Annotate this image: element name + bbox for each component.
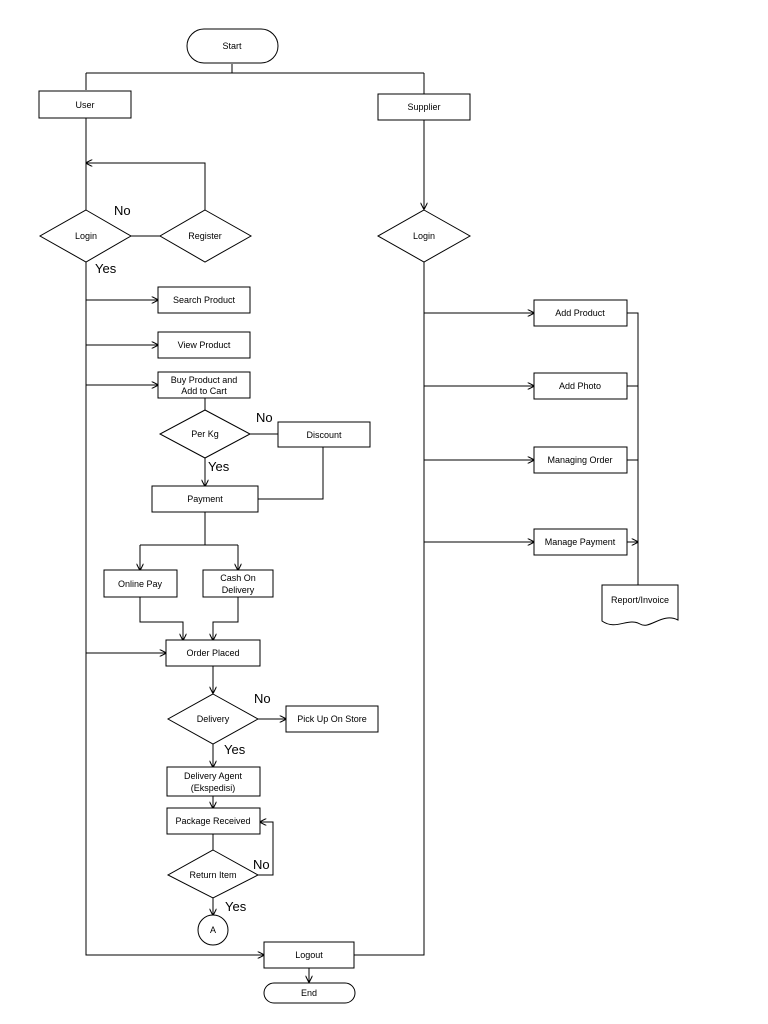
return-item-decision: Return Item [166, 849, 260, 899]
add-product-label: Add Product [555, 308, 605, 318]
view-product-node: View Product [157, 331, 251, 359]
supplier-login-label: Login [413, 231, 435, 241]
package-received-node: Package Received [166, 807, 261, 835]
pickup-node: Pick Up On Store [285, 705, 379, 733]
package-received-label: Package Received [175, 816, 250, 826]
edge-labels: No Yes No Yes No Yes No Yes [95, 203, 273, 914]
edge-register-loop [86, 163, 206, 210]
return-item-label: Return Item [189, 870, 236, 880]
payment-label: Payment [187, 494, 223, 504]
add-photo-node: Add Photo [533, 372, 628, 400]
pickup-label: Pick Up On Store [297, 714, 367, 724]
end-label: End [301, 988, 317, 998]
edge-cod-order [213, 597, 239, 640]
managing-order-label: Managing Order [547, 455, 612, 465]
view-product-label: View Product [178, 340, 231, 350]
delivery-decision: Delivery [166, 693, 260, 745]
start-node: Start [186, 28, 279, 64]
order-placed-node: Order Placed [165, 639, 261, 667]
buy-product-label-2: Add to Cart [181, 386, 227, 396]
add-photo-label: Add Photo [559, 381, 601, 391]
edge-discount-payment [258, 447, 324, 500]
buy-product-label-1: Buy Product and [171, 375, 238, 385]
connector-a-label: A [210, 925, 216, 935]
edge-user-trunk [85, 118, 264, 955]
discount-label: Discount [306, 430, 342, 440]
buy-product-node: Buy Product and Add to Cart [157, 371, 251, 399]
register-decision: Register [159, 209, 253, 263]
logout-label: Logout [295, 950, 323, 960]
return-yes-label: Yes [225, 899, 247, 914]
edge-online-order [139, 597, 183, 640]
manage-payment-node: Manage Payment [533, 528, 628, 556]
cod-node: Cash On Delivery [202, 569, 274, 598]
delivery-agent-node: Delivery Agent (Ekspedisi) [166, 766, 261, 797]
edge-start-split [85, 64, 425, 94]
supplier-node: Supplier [377, 93, 471, 121]
login-yes-label: Yes [95, 261, 117, 276]
delivery-label: Delivery [197, 714, 230, 724]
user-node: User [38, 90, 132, 119]
delivery-yes-label: Yes [224, 742, 246, 757]
user-label: User [75, 100, 94, 110]
add-product-node: Add Product [533, 299, 628, 327]
supplier-label: Supplier [407, 102, 440, 112]
end-node: End [263, 982, 356, 1004]
register-label: Register [188, 231, 222, 241]
report-invoice-document: Report/Invoice [601, 584, 679, 626]
discount-node: Discount [277, 421, 371, 448]
online-pay-label: Online Pay [118, 579, 163, 589]
connector-a-node: A [197, 914, 229, 946]
delivery-agent-label-2: (Ekspedisi) [191, 783, 236, 793]
connectors [86, 64, 638, 982]
per-kg-decision: Per Kg [158, 409, 252, 459]
edge-supplier-trunk [354, 262, 425, 956]
order-placed-label: Order Placed [186, 648, 239, 658]
perkg-no-label: No [256, 410, 273, 425]
managing-order-node: Managing Order [533, 446, 628, 474]
logout-node: Logout [263, 941, 355, 969]
manage-payment-label: Manage Payment [545, 537, 616, 547]
per-kg-label: Per Kg [191, 429, 219, 439]
delivery-agent-label-1: Delivery Agent [184, 771, 243, 781]
delivery-no-label: No [254, 691, 271, 706]
edge-supplier-report [627, 312, 638, 585]
edge-payment-split [139, 512, 238, 570]
login-no-label: No [114, 203, 131, 218]
return-no-label: No [253, 857, 270, 872]
search-product-label: Search Product [173, 295, 236, 305]
user-login-label: Login [75, 231, 97, 241]
payment-node: Payment [151, 485, 259, 513]
perkg-yes-label: Yes [208, 459, 230, 474]
start-label: Start [222, 41, 242, 51]
cod-label-2: Delivery [222, 585, 255, 595]
online-pay-node: Online Pay [103, 569, 178, 598]
search-product-node: Search Product [157, 286, 251, 314]
report-invoice-label: Report/Invoice [611, 595, 669, 605]
supplier-login-decision: Login [376, 209, 472, 263]
user-login-decision: Login [38, 209, 132, 263]
edge-return-loop [258, 822, 274, 876]
cod-label-1: Cash On [220, 573, 256, 583]
